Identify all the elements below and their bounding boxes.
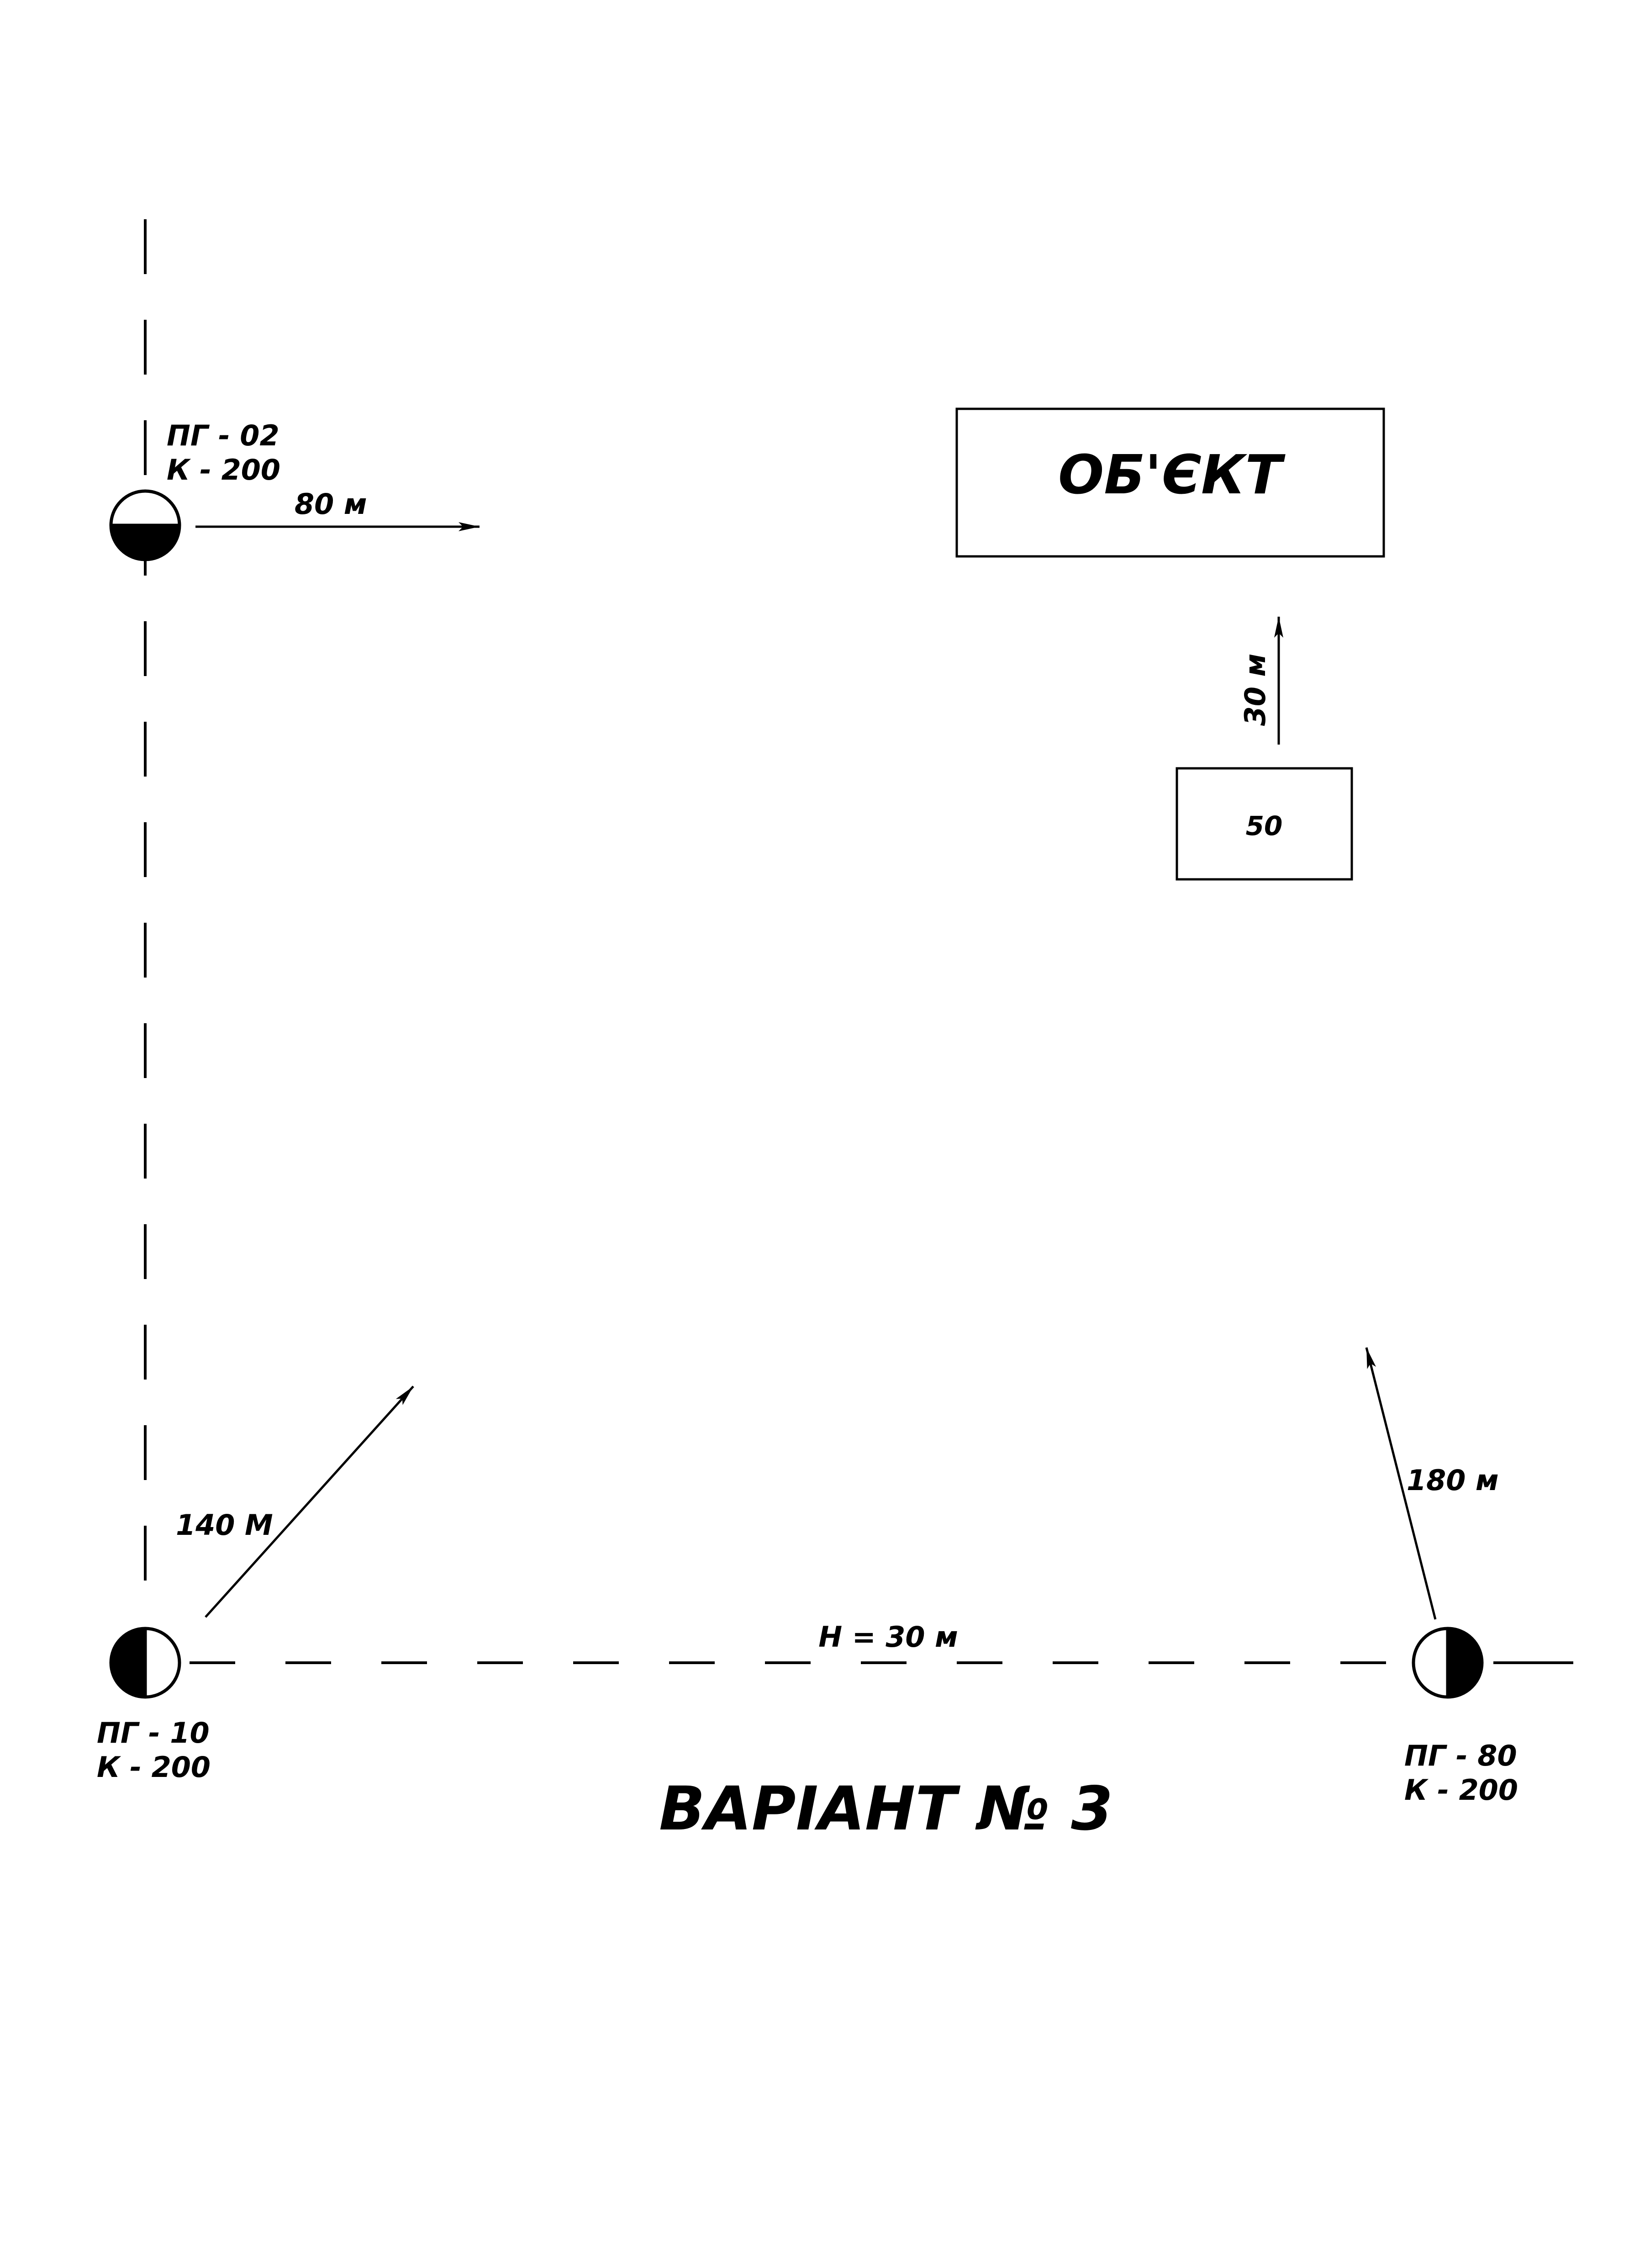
hydrant-pg10-capacity: К - 200	[97, 1750, 211, 1784]
variant-title: ВАРІАНТ № 3	[659, 1774, 1113, 1844]
hydrant-pg10-name: ПГ - 10	[97, 1716, 210, 1750]
pg80-route-distance: 180 м	[1407, 1464, 1499, 1497]
object-label: ОБ'ЄКТ	[1058, 443, 1286, 506]
pg80-route-arrow	[1365, 1347, 1437, 1620]
pipe-head-label: Н = 30 м	[818, 1620, 958, 1654]
hydrant-pg02-capacity: К - 200	[167, 453, 280, 486]
hydrant-pg02-name: ПГ - 02	[167, 419, 279, 452]
fire-engine-label: 50	[1246, 810, 1283, 841]
fire-engine-box	[1176, 767, 1353, 881]
pg10-route-arrow	[205, 1385, 414, 1618]
hydrant-pg80-capacity: К - 200	[1404, 1773, 1518, 1807]
hydrant-pg10-symbol	[109, 1627, 181, 1699]
pg02-route-distance: 80 м	[295, 487, 367, 521]
object-approach-distance: 30 м	[1239, 654, 1272, 726]
object-building	[955, 407, 1385, 558]
hydrant-pg80-symbol	[1412, 1627, 1484, 1699]
pg10-route-distance: 140 М	[176, 1508, 273, 1542]
hydrant-pg02-symbol	[109, 489, 181, 561]
hydrant-pg80-name: ПГ - 80	[1404, 1739, 1517, 1772]
